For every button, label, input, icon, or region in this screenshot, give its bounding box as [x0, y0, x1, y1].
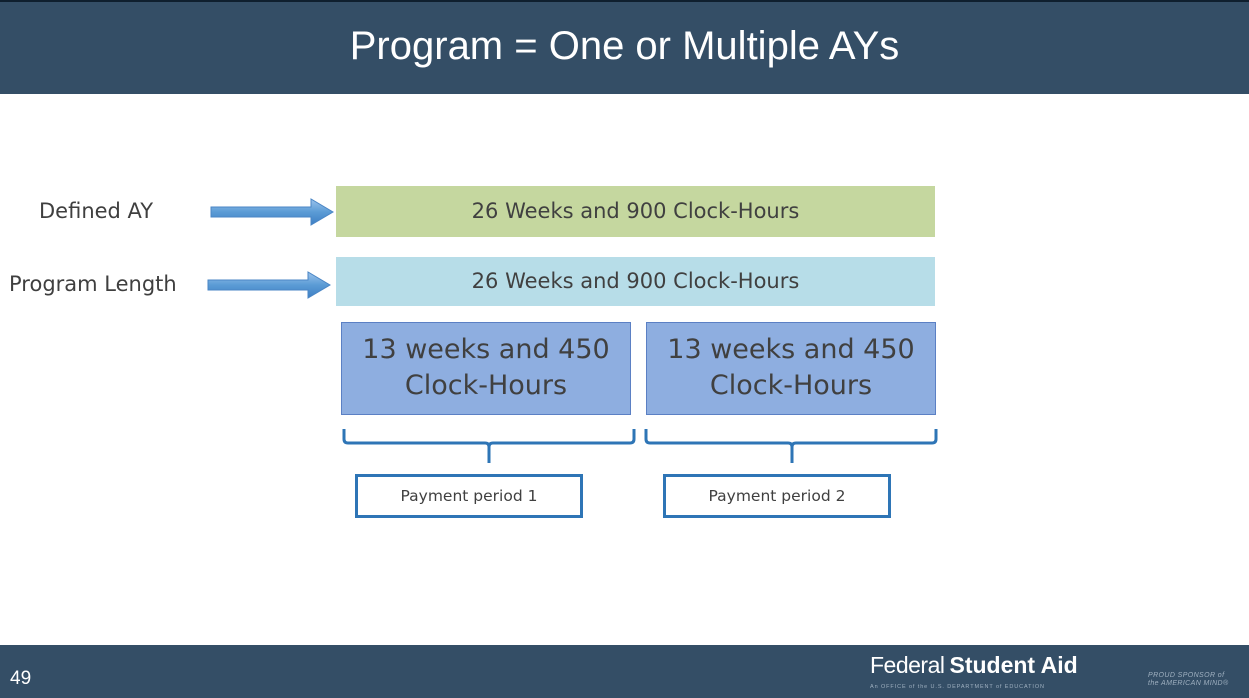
- period-1-line2: Clock-Hours: [404, 370, 568, 401]
- brace-period-1: [342, 429, 636, 463]
- title-bar: [0, 0, 1249, 94]
- sponsor-text: PROUD SPONSOR of the AMERICAN MIND®: [1148, 672, 1229, 688]
- brace-period-2: [644, 429, 938, 463]
- slide-title: Program = One or Multiple AYs: [349, 24, 900, 68]
- period-1-line1: 13 weeks and 450: [362, 334, 610, 365]
- period-box-2: 13 weeks and 450 Clock-Hours: [646, 322, 936, 415]
- logo-word-student-aid: Student Aid: [949, 652, 1078, 678]
- payment-period-2-box: Payment period 2: [663, 474, 891, 518]
- period-2-line2: Clock-Hours: [709, 370, 873, 401]
- program-length-label: Program Length: [9, 272, 177, 296]
- period-box-1: 13 weeks and 450 Clock-Hours: [341, 322, 631, 415]
- defined-ay-label: Defined AY: [39, 199, 154, 223]
- arrow-right-icon: [210, 198, 334, 226]
- page-number: 49: [10, 668, 32, 689]
- footer-bar: [0, 645, 1249, 698]
- program-length-bar: 26 Weeks and 900 Clock-Hours: [336, 257, 935, 306]
- defined-ay-bar: 26 Weeks and 900 Clock-Hours: [336, 186, 935, 237]
- sponsor-line1: PROUD SPONSOR of: [1148, 672, 1225, 679]
- logo-tagline: An OFFICE of the U.S. DEPARTMENT of EDUC…: [870, 684, 1045, 690]
- period-2-line1: 13 weeks and 450: [667, 334, 915, 365]
- sponsor-line2: the AMERICAN MIND®: [1148, 680, 1229, 687]
- logo-word-federal: Federal: [870, 652, 945, 678]
- arrow-right-icon: [207, 271, 331, 299]
- payment-period-1-box: Payment period 1: [355, 474, 583, 518]
